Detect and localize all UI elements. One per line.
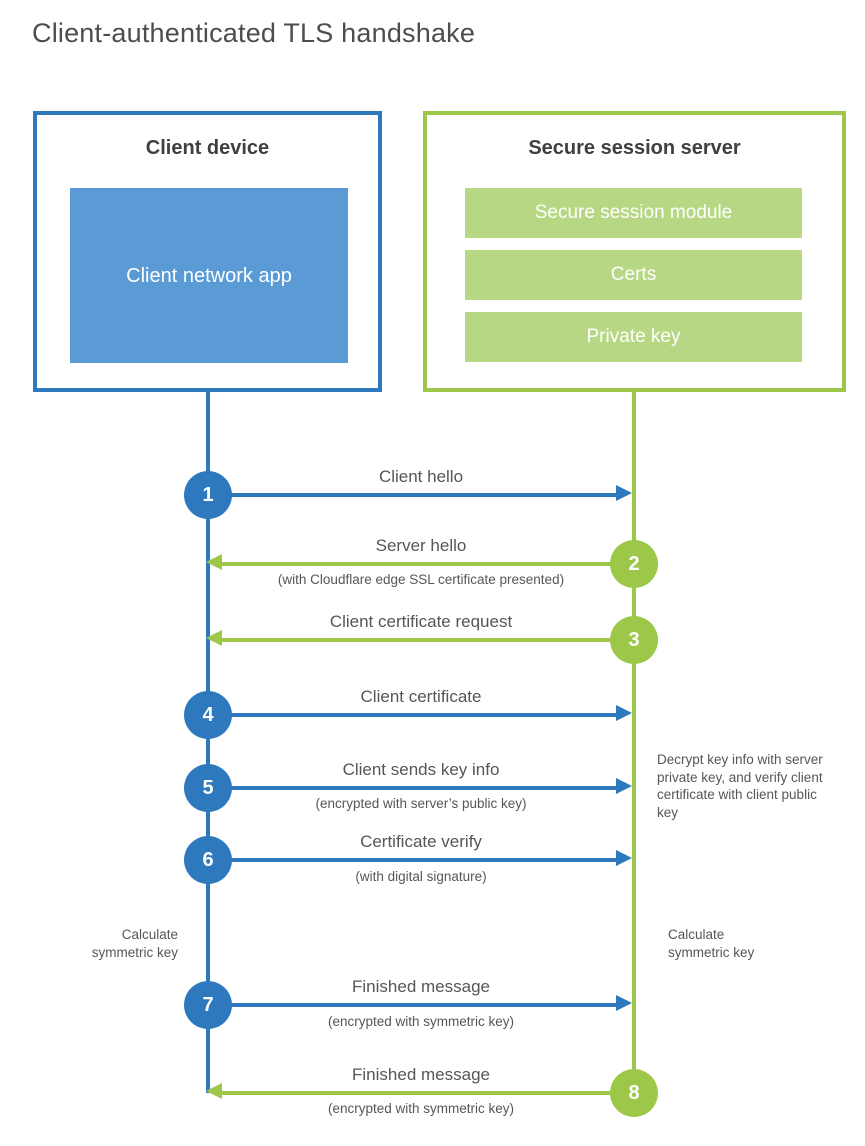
step-1-arrowhead-right-icon	[616, 485, 632, 501]
step-6-label: Certificate verify	[360, 832, 482, 851]
step-1-arrow-line	[230, 493, 618, 497]
step-8-label: Finished message	[352, 1065, 490, 1084]
step-5-badge: 5	[184, 764, 232, 812]
step-4-badge: 4	[184, 691, 232, 739]
step-1-badge: 1	[184, 471, 232, 519]
step-2-number: 2	[628, 552, 640, 575]
step-7-number: 7	[202, 993, 214, 1016]
step-2-badge: 2	[610, 540, 658, 588]
step-6-badge: 6	[184, 836, 232, 884]
step-7-arrow-line	[230, 1003, 618, 1007]
step-3-label: Client certificate request	[329, 612, 513, 631]
step-5-sublabel: (encrypted with server’s public key)	[315, 796, 527, 811]
calc-symmetric-key-note-client: Calculate symmetric key	[91, 927, 178, 960]
step-2-arrow-line	[222, 562, 612, 566]
client-lifeline	[206, 392, 210, 1093]
step-7-label: Finished message	[352, 977, 490, 996]
page-title: Client-authenticated TLS handshake	[32, 18, 476, 48]
step-5-label: Client sends key info	[342, 760, 500, 779]
step-5-arrowhead-right-icon	[616, 778, 632, 794]
step-8-arrowhead-left-icon	[206, 1083, 222, 1099]
secure-session-server-title: Secure session server	[528, 137, 741, 159]
step-3-arrowhead-left-icon	[206, 630, 222, 646]
server-module-private-key: Private key	[465, 312, 802, 362]
step-8-number: 8	[628, 1081, 640, 1104]
server-module-secure-session: Secure session module	[465, 188, 802, 238]
step-7-sublabel: (encrypted with symmetric key)	[327, 1014, 515, 1029]
step-7-badge: 7	[184, 981, 232, 1029]
step-4-arrow-line	[230, 713, 618, 717]
step-6-number: 6	[202, 848, 214, 871]
step-5-arrow-line	[230, 786, 618, 790]
step-3-arrow-line	[222, 638, 612, 642]
step-1-number: 1	[202, 483, 214, 506]
step-8-sublabel: (encrypted with symmetric key)	[327, 1101, 515, 1116]
calc-symmetric-key-note-server: Calculate symmetric key	[668, 927, 755, 960]
step-8-arrow-line	[222, 1091, 612, 1095]
server-module-certs: Certs	[465, 250, 802, 300]
server-lifeline	[632, 392, 636, 1094]
step-6-arrow-line	[230, 858, 618, 862]
step-3-number: 3	[628, 628, 640, 651]
step-7-arrowhead-right-icon	[616, 995, 632, 1011]
step-4-label: Client certificate	[360, 687, 482, 706]
step-2-sublabel: (with Cloudflare edge SSL certificate pr…	[277, 572, 565, 587]
step-2-arrowhead-left-icon	[206, 554, 222, 570]
decrypt-note: Decrypt key info with server private key…	[657, 752, 823, 820]
step-1-label: Client hello	[378, 467, 464, 486]
step-6-sublabel: (with digital signature)	[355, 869, 487, 884]
step-4-number: 4	[202, 703, 214, 726]
step-6-arrowhead-right-icon	[616, 850, 632, 866]
client-network-app-box: Client network app	[70, 188, 348, 363]
secure-session-server-box: Secure session server Secure session mod…	[423, 111, 846, 392]
step-8-badge: 8	[610, 1069, 658, 1117]
step-4-arrowhead-right-icon	[616, 705, 632, 721]
client-network-app-label: Client network app	[126, 264, 292, 287]
step-3-badge: 3	[610, 616, 658, 664]
step-2-label: Server hello	[375, 536, 467, 555]
step-5-number: 5	[202, 776, 214, 799]
client-device-box: Client device Client network app	[33, 111, 382, 392]
client-device-title: Client device	[145, 137, 270, 159]
